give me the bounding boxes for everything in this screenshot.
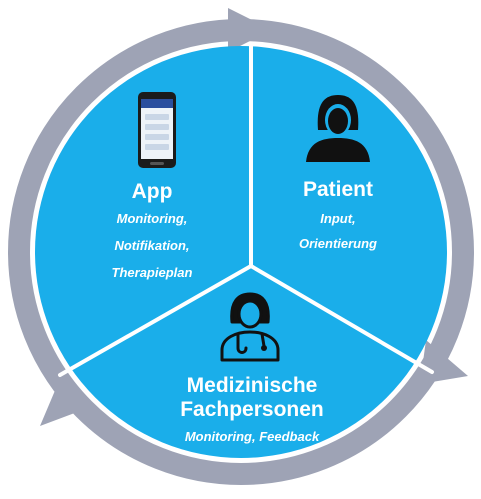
patient-title: Patient: [303, 178, 373, 201]
divider-left: [58, 264, 253, 377]
patient-desc-line-1: Input,: [320, 211, 355, 226]
divider-right: [249, 264, 434, 374]
ring-arrow-left: [40, 374, 88, 426]
app-desc-line-3: Therapieplan: [112, 265, 193, 280]
segment-dividers: [58, 44, 434, 377]
staff-desc-line-1: Monitoring, Feedback: [185, 429, 320, 444]
doctor-stethoscope-icon: [220, 292, 280, 362]
segment-staff: Medizinische Fachpersonen Monitoring, Fe…: [180, 292, 324, 444]
app-title: App: [132, 180, 173, 203]
woman-user-icon: [306, 95, 370, 162]
patient-desc-line-2: Orientierung: [299, 236, 377, 251]
app-desc-line-1: Monitoring,: [117, 211, 188, 226]
smartphone-icon: [138, 92, 176, 168]
staff-title-line-2: Fachpersonen: [180, 398, 324, 421]
app-desc-line-2: Notifikation,: [114, 238, 189, 253]
segment-patient: Patient Input, Orientierung: [299, 95, 377, 251]
ring-arrow-top: [228, 8, 272, 52]
staff-title-line-1: Medizinische: [187, 374, 318, 397]
segment-app: App Monitoring, Notifikation, Therapiepl…: [112, 92, 193, 280]
